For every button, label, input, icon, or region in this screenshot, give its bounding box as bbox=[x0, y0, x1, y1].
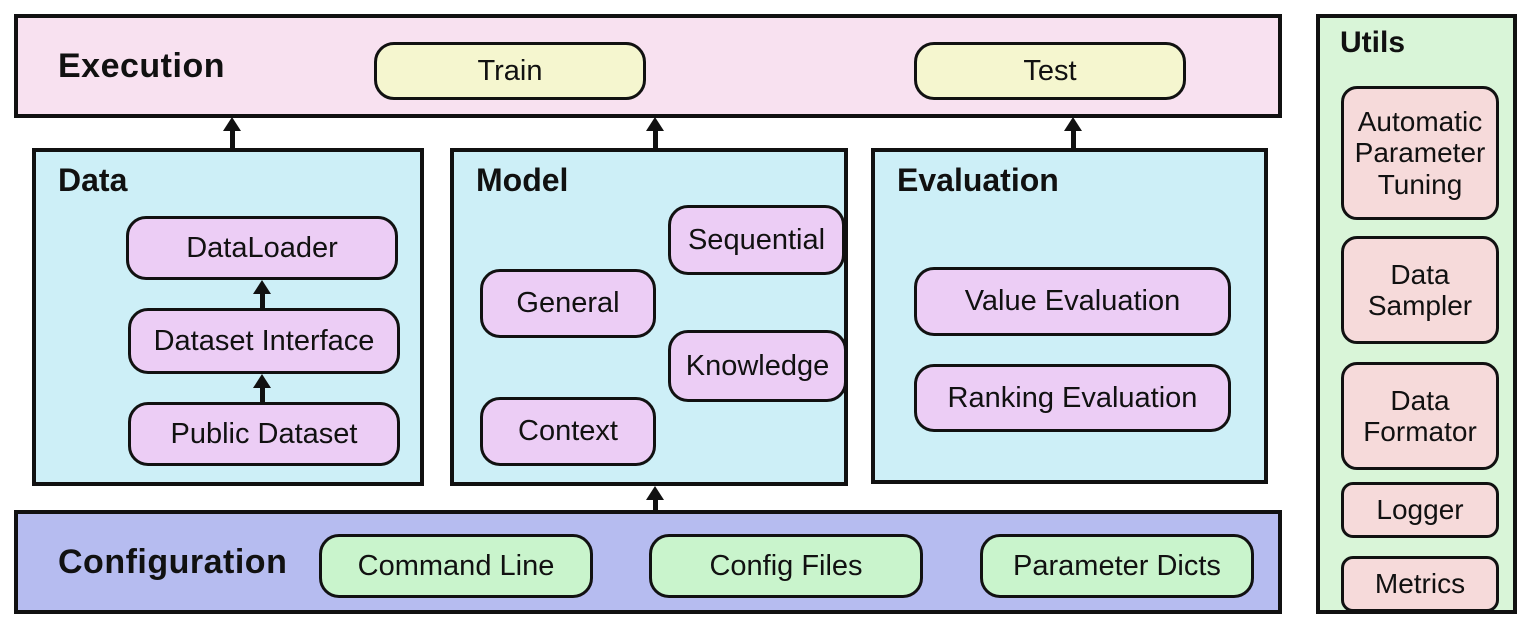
config-files-box: Config Files bbox=[649, 534, 923, 598]
test-box: Test bbox=[914, 42, 1186, 100]
utils-title: Utils bbox=[1340, 26, 1406, 59]
context-model-box: Context bbox=[480, 397, 656, 466]
evaluation-title: Evaluation bbox=[897, 162, 1059, 198]
arrow-configuration-to-model-icon bbox=[646, 486, 664, 512]
data-module: Data DataLoader Dataset Interface Public… bbox=[32, 148, 424, 486]
dataset-interface-box: Dataset Interface bbox=[128, 308, 400, 374]
value-evaluation-box: Value Evaluation bbox=[914, 267, 1231, 336]
ranking-evaluation-box: Ranking Evaluation bbox=[914, 364, 1231, 432]
utils-panel: Utils Automatic Parameter Tuning Data Sa… bbox=[1316, 14, 1517, 614]
arrow-public-dataset-to-dataset-interface-icon bbox=[253, 374, 271, 402]
command-line-box: Command Line bbox=[319, 534, 593, 598]
arrow-model-to-execution-icon bbox=[646, 117, 664, 149]
execution-bar: Execution Train Test bbox=[14, 14, 1282, 118]
arrow-evaluation-to-execution-icon bbox=[1064, 117, 1082, 149]
logger-box: Logger bbox=[1341, 482, 1499, 538]
metrics-box: Metrics bbox=[1341, 556, 1499, 612]
data-formator-box: Data Formator bbox=[1341, 362, 1499, 470]
dataloader-box: DataLoader bbox=[126, 216, 398, 280]
parameter-dicts-box: Parameter Dicts bbox=[980, 534, 1254, 598]
train-box: Train bbox=[374, 42, 646, 100]
knowledge-model-box: Knowledge bbox=[668, 330, 847, 402]
automatic-parameter-tuning-box: Automatic Parameter Tuning bbox=[1341, 86, 1499, 220]
sequential-model-box: Sequential bbox=[668, 205, 845, 275]
arrow-dataset-interface-to-dataloader-icon bbox=[253, 280, 271, 308]
configuration-title: Configuration bbox=[58, 542, 288, 581]
evaluation-module: Evaluation Value Evaluation Ranking Eval… bbox=[871, 148, 1268, 484]
general-model-box: General bbox=[480, 269, 656, 338]
data-sampler-box: Data Sampler bbox=[1341, 236, 1499, 344]
public-dataset-box: Public Dataset bbox=[128, 402, 400, 466]
model-module: Model Sequential General Knowledge Conte… bbox=[450, 148, 848, 486]
data-title: Data bbox=[58, 162, 128, 198]
execution-title: Execution bbox=[58, 46, 225, 85]
configuration-bar: Configuration Command Line Config Files … bbox=[14, 510, 1282, 614]
arrow-data-to-execution-icon bbox=[223, 117, 241, 149]
model-title: Model bbox=[476, 162, 569, 198]
